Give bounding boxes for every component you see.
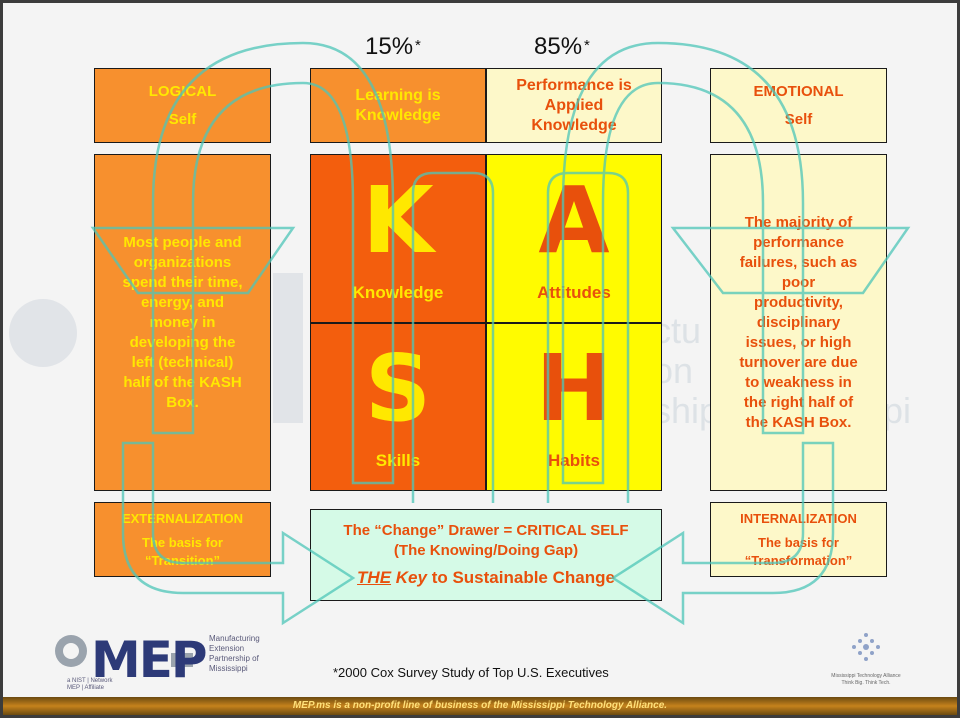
change-drawer-box: The “Change” Drawer = CRITICAL SELF (The… xyxy=(310,509,662,601)
performance-line1: Performance is xyxy=(516,76,632,94)
right-desc-line: The majority of xyxy=(744,213,853,231)
footer-text: MEP.ms is a non-profit line of business … xyxy=(292,700,668,711)
logical-self-box: LOGICAL Self xyxy=(94,68,271,143)
logical-self-label: Self xyxy=(168,110,197,128)
mta-name: Mississippi Technology Alliance xyxy=(831,673,901,679)
left-desc-line: energy, and xyxy=(140,293,225,311)
change-drawer-title: The “Change” Drawer = CRITICAL SELF xyxy=(343,522,629,539)
right-desc-line: productivity, xyxy=(754,293,843,311)
performance-line2: Applied xyxy=(544,96,604,114)
right-desc-line: failures, such as xyxy=(739,253,858,271)
network-line: MEP | Affiliate xyxy=(67,685,105,691)
key-the: THE xyxy=(357,568,392,587)
right-desc-line: poor xyxy=(781,273,816,291)
left-desc-line: half of the KASH xyxy=(123,373,242,391)
mep-sub-line: Manufacturing xyxy=(209,634,260,643)
kash-knowledge-cell: K Knowledge xyxy=(310,154,486,323)
emotional-self-box: EMOTIONAL Self xyxy=(710,68,887,143)
network-line: a NIST | Network xyxy=(67,678,113,684)
left-desc-line: money in xyxy=(149,313,216,331)
left-description-box: Most people and organizations spend thei… xyxy=(94,154,271,491)
right-desc-line: to weakness in xyxy=(745,373,852,391)
learning-line2: Knowledge xyxy=(355,106,441,124)
percent-applied: 85%* xyxy=(534,33,590,60)
kash-skills-cell: S Skills xyxy=(310,323,486,491)
knowledge-label: Knowledge xyxy=(352,282,444,302)
percent-knowledge: 15%* xyxy=(365,33,421,60)
attitudes-label: Attitudes xyxy=(537,282,611,302)
mep-sub-line: Extension xyxy=(209,644,245,653)
footnote: *2000 Cox Survey Study of Top U.S. Execu… xyxy=(333,665,609,680)
nist-network-label: a NIST | Network MEP | Affiliate xyxy=(67,678,117,692)
habits-label: Habits xyxy=(548,451,600,470)
svg-text:pi: pi xyxy=(883,390,911,431)
mep-sub-line: Partnership of Mississippi xyxy=(209,654,259,673)
right-desc-line: the right half of xyxy=(743,393,854,411)
key-line: THE Key to Sustainable Change xyxy=(357,567,615,589)
right-desc-line: performance xyxy=(753,233,844,251)
mta-tagline: Think Big. Think Tech. xyxy=(841,680,891,686)
emotional-title: EMOTIONAL xyxy=(753,82,844,100)
right-desc-line: the KASH Box. xyxy=(745,413,852,431)
kash-attitudes-cell: A Attitudes xyxy=(486,154,662,323)
left-desc-line: organizations xyxy=(133,253,232,271)
performance-line3: Knowledge xyxy=(531,116,617,134)
right-desc-line: disciplinary xyxy=(756,313,841,331)
internalization-box: INTERNALIZATION The basis for “Transform… xyxy=(710,502,887,577)
letter-k: K xyxy=(362,166,434,274)
letter-h: H xyxy=(535,335,613,442)
performance-box: Performance is Applied Knowledge xyxy=(486,68,662,143)
internalization-basis: The basis for xyxy=(758,534,839,550)
mta-logo-icon xyxy=(852,633,880,661)
left-desc-line: Box. xyxy=(166,393,199,411)
letter-a: A xyxy=(538,166,610,274)
footer-bar: MEP.ms is a non-profit line of business … xyxy=(3,697,957,715)
mep-logo-text: MEP xyxy=(91,631,208,689)
right-desc-line: turnover are due xyxy=(739,353,858,371)
left-desc-line: Most people and xyxy=(123,233,242,251)
skills-label: Skills xyxy=(375,451,421,470)
learning-line1: Learning is xyxy=(355,86,441,104)
key-rest: to Sustainable Change xyxy=(426,568,615,587)
left-desc-line: spend their time, xyxy=(122,273,243,291)
left-desc-line: developing the xyxy=(129,333,236,351)
externalization-basis: The basis for xyxy=(142,534,223,550)
mep-logo-subtitle: Manufacturing Extension Partnership of M… xyxy=(209,634,299,674)
externalization-transition: “Transition” xyxy=(144,552,221,568)
learning-box: Learning is Knowledge xyxy=(310,68,486,143)
letter-s: S xyxy=(364,335,432,442)
mta-logo-text: Mississippi Technology Alliance Think Bi… xyxy=(811,673,921,687)
internalization-title: INTERNALIZATION xyxy=(740,510,857,526)
kash-habits-cell: H Habits xyxy=(486,323,662,491)
left-desc-line: left (technical) xyxy=(131,353,234,371)
internalization-transformation: “Transformation” xyxy=(744,552,853,568)
right-description-box: The majority of performance failures, su… xyxy=(710,154,887,491)
mep-logo-mark xyxy=(55,635,193,667)
key-word: Key xyxy=(395,568,427,587)
externalization-box: EXTERNALIZATION The basis for “Transitio… xyxy=(94,502,271,577)
emotional-self-label: Self xyxy=(784,110,813,128)
externalization-title: EXTERNALIZATION xyxy=(121,510,244,526)
logical-title: LOGICAL xyxy=(148,82,217,100)
right-desc-line: issues, or high xyxy=(745,333,852,351)
knowing-doing-gap: (The Knowing/Doing Gap) xyxy=(393,542,579,559)
